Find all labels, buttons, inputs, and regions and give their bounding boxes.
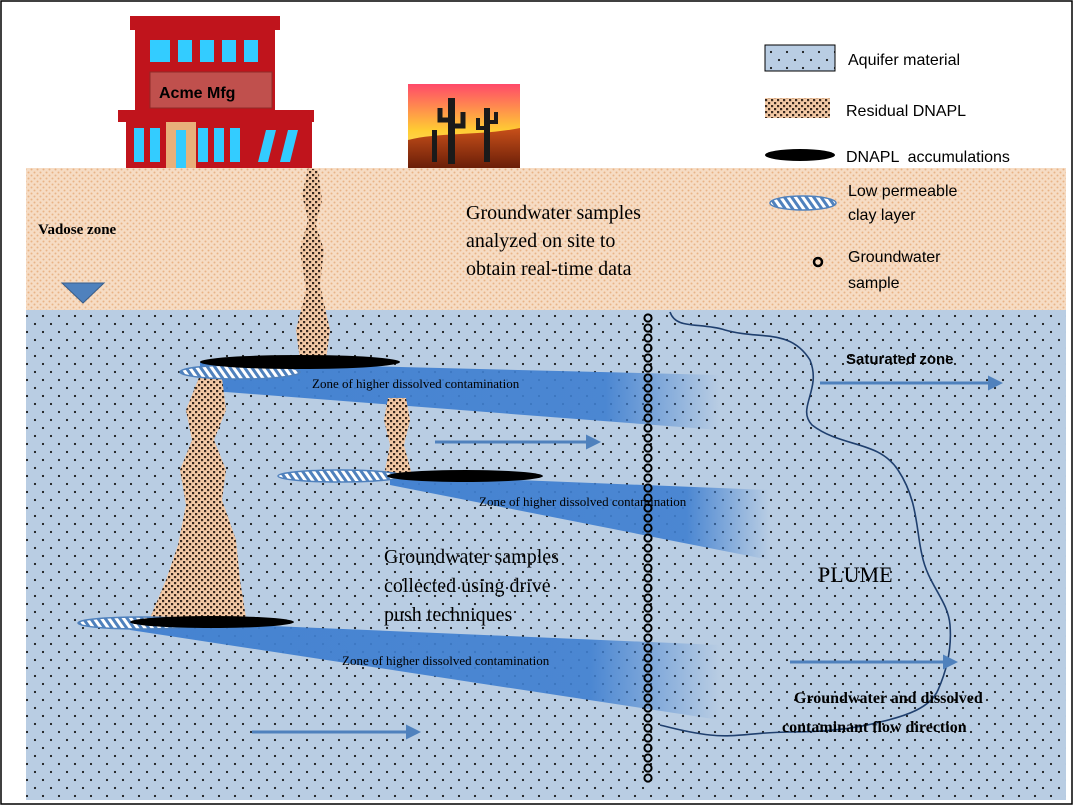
groundwater-sample-point (643, 703, 653, 713)
groundwater-sample-point (643, 433, 653, 443)
building-sign-label: Acme Mfg (159, 85, 235, 102)
groundwater-sample-point (643, 363, 653, 373)
groundwater-sample-point (643, 773, 653, 783)
groundwater-sample-point (643, 373, 653, 383)
acme-building-icon (118, 16, 314, 168)
drive-push-line3: push techniques (384, 604, 513, 626)
groundwater-sample-point (643, 413, 653, 423)
onsite-analysis-line3: obtain real-time data (466, 258, 632, 280)
groundwater-sample-point (643, 743, 653, 753)
flow-direction-line2: contaminant flow direction (782, 719, 967, 736)
saturated-zone-label: Saturated zone (846, 351, 954, 368)
zone-higher-contamination-label-middle: Zone of higher dissolved contamination (479, 494, 687, 509)
groundwater-sample-point (643, 603, 653, 613)
groundwater-sample-point (643, 613, 653, 623)
legend-aquifer-swatch (764, 44, 836, 72)
groundwater-sample-point (643, 693, 653, 703)
onsite-analysis-line2: analyzed on site to (466, 230, 615, 252)
clay-layer-middle (277, 469, 403, 483)
groundwater-sample-point (643, 453, 653, 463)
groundwater-sample-point (643, 473, 653, 483)
legend-sample-swatch (812, 256, 824, 268)
groundwater-sample-point (643, 403, 653, 413)
groundwater-sample-point (643, 643, 653, 653)
residual-dnapl-column-upper (296, 168, 330, 360)
groundwater-sample-point (643, 483, 653, 493)
groundwater-sample-point (643, 673, 653, 683)
plume-label: PLUME (818, 562, 893, 587)
dnapl-pool-middle (387, 470, 543, 482)
water-table-triangle-icon (60, 282, 106, 304)
groundwater-sample-point (643, 513, 653, 523)
groundwater-sample-point (643, 553, 653, 563)
groundwater-sample-point (643, 493, 653, 503)
dnapl-pool-lower (130, 616, 294, 628)
onsite-analysis-line1: Groundwater samples (466, 202, 641, 224)
dnapl-pool-upper (200, 355, 400, 369)
dissolved-plume-lower (130, 620, 720, 720)
legend-sample-label-line2: sample (848, 275, 900, 292)
groundwater-sample-point (643, 343, 653, 353)
groundwater-sample-point (643, 573, 653, 583)
groundwater-sample-point (643, 683, 653, 693)
zone-higher-contamination-label-lower: Zone of higher dissolved contamination (342, 653, 550, 668)
dissolved-plume-upper (200, 362, 720, 430)
desert-cactus-sunset-icon (408, 84, 520, 168)
legend-clay-label-line1: Low permeable (848, 183, 958, 200)
groundwater-sample-point (643, 383, 653, 393)
groundwater-sample-point (643, 523, 653, 533)
legend-clay-swatch (769, 195, 837, 211)
groundwater-sample-point (643, 443, 653, 453)
groundwater-sample-point (643, 543, 653, 553)
groundwater-sample-point (643, 763, 653, 773)
sampling-well-column (643, 313, 653, 783)
groundwater-sample-point (643, 753, 653, 763)
legend-residual-swatch (765, 98, 830, 118)
groundwater-sample-point (643, 393, 653, 403)
groundwater-sample-point (643, 353, 653, 363)
groundwater-sample-point (643, 633, 653, 643)
legend-aquifer-label: Aquifer material (848, 52, 960, 69)
groundwater-sample-point (643, 623, 653, 633)
groundwater-sample-point (643, 333, 653, 343)
groundwater-sample-point (643, 503, 653, 513)
drive-push-line2: collected using drive (384, 575, 551, 597)
groundwater-sample-point (643, 713, 653, 723)
plume-outline (659, 311, 952, 737)
groundwater-sample-point (643, 563, 653, 573)
groundwater-sample-point (643, 733, 653, 743)
legend-accumulation-swatch (765, 149, 835, 161)
groundwater-sample-point (643, 593, 653, 603)
zone-higher-contamination-label-upper: Zone of higher dissolved contamination (312, 376, 520, 391)
groundwater-sample-point (643, 663, 653, 673)
legend-sample-label-line1: Groundwater (848, 249, 941, 266)
vadose-zone-layer (26, 168, 1066, 310)
vadose-zone-label: Vadose zone (38, 222, 117, 238)
flow-direction-line1: Groundwater and dissolved (794, 690, 983, 707)
residual-dnapl-column-middle (384, 398, 412, 475)
groundwater-sample-point (643, 463, 653, 473)
groundwater-sample-point (643, 583, 653, 593)
groundwater-sample-point (643, 653, 653, 663)
groundwater-sample-point (643, 323, 653, 333)
groundwater-sample-point (643, 423, 653, 433)
legend-accumulation-label: DNAPL accumulations (846, 149, 1010, 166)
groundwater-sample-point (643, 723, 653, 733)
groundwater-sample-point (643, 533, 653, 543)
residual-dnapl-column-lower (150, 375, 246, 618)
legend-clay-label-line2: clay layer (848, 207, 916, 224)
groundwater-sample-point (643, 313, 653, 323)
drive-push-line1: Groundwater samples (384, 546, 559, 568)
legend-residual-label: Residual DNAPL (846, 103, 966, 120)
dissolved-plume-middle (390, 475, 770, 560)
